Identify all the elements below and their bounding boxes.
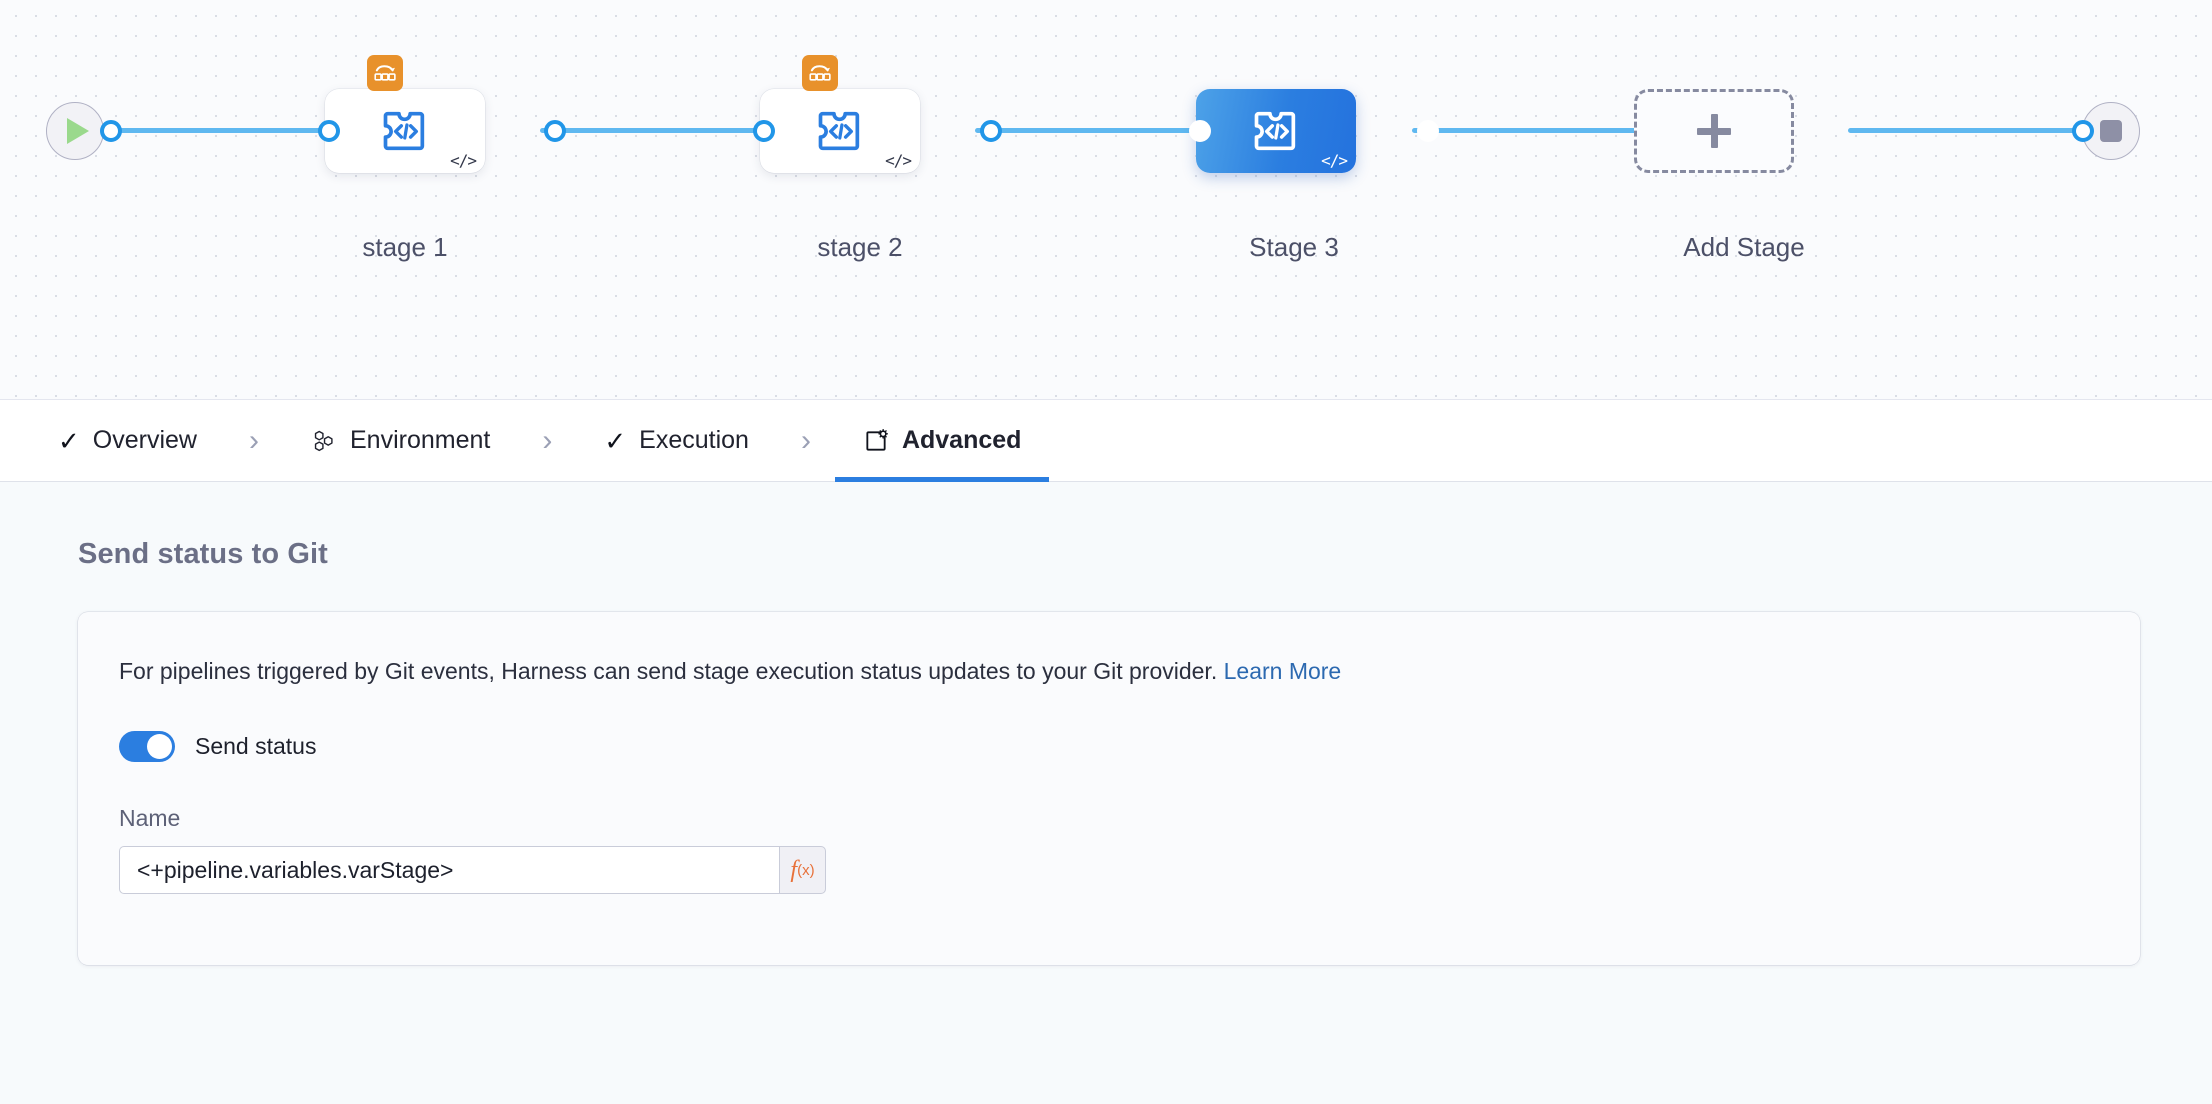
connector-dot — [2072, 120, 2094, 142]
tab-separator-icon: › — [248, 423, 259, 457]
connector-line — [975, 128, 1205, 133]
looping-strategy-icon — [367, 55, 403, 91]
plus-icon — [1697, 114, 1731, 148]
tab-overview[interactable]: ✓ Overview — [30, 400, 225, 482]
connector-dot — [980, 120, 1002, 142]
tab-separator-icon: › — [800, 423, 811, 457]
add-stage-label: Add Stage — [1683, 232, 1805, 262]
stage-card-stage-3[interactable]: </> — [1196, 89, 1356, 173]
custom-stage-icon — [1254, 111, 1296, 151]
name-input[interactable] — [119, 846, 779, 895]
environment-icon — [311, 428, 337, 454]
connector-dot — [318, 120, 340, 142]
tab-advanced[interactable]: Advanced — [834, 400, 1050, 482]
pipeline-start-node[interactable] — [46, 102, 104, 160]
tab-advanced-label: Advanced — [901, 426, 1022, 454]
advanced-panel: Send status to Git For pipelines trigger… — [0, 482, 2212, 1004]
send-status-toggle[interactable] — [119, 731, 175, 763]
stage-card-stage-1[interactable]: </> — [325, 55, 485, 173]
learn-more-link[interactable]: Learn More — [1223, 658, 1342, 684]
custom-stage-icon — [818, 111, 860, 151]
tab-separator-icon: › — [542, 423, 553, 457]
fx-x-label: (x) — [797, 861, 815, 879]
stage-code-glyph: </> — [450, 151, 477, 170]
name-field-label: Name — [119, 805, 181, 832]
tab-execution-label: Execution — [639, 426, 749, 454]
connector-line — [1412, 128, 1642, 133]
stage-code-glyph: </> — [1321, 151, 1348, 170]
stage-card-stage-2[interactable]: </> — [760, 55, 920, 173]
send-status-toggle-row: Send status — [119, 731, 2140, 763]
pipeline-canvas[interactable]: </> stage 1 </> stage 2 — [0, 0, 2212, 400]
add-stage-button[interactable] — [1634, 89, 1794, 173]
looping-strategy-icon — [802, 55, 838, 91]
fx-f-label: f — [790, 856, 798, 883]
connector-dot — [1417, 120, 1439, 142]
connector-dot — [100, 120, 122, 142]
stage-tab-bar: ✓ Overview › Environment › ✓ Execution ›… — [0, 400, 2212, 482]
tab-execution[interactable]: ✓ Execution — [576, 400, 777, 482]
name-field-row: f(x) — [119, 846, 2140, 895]
tab-overview-label: Overview — [92, 426, 197, 454]
page-title: Send status to Git — [78, 538, 328, 570]
custom-stage-icon — [383, 111, 425, 151]
send-status-to-git-card: For pipelines triggered by Git events, H… — [78, 612, 2140, 965]
connector-dot — [1189, 120, 1211, 142]
tab-environment[interactable]: Environment — [283, 400, 518, 482]
send-status-description: For pipelines triggered by Git events, H… — [119, 655, 2140, 687]
stage-code-glyph: </> — [885, 151, 912, 170]
send-status-toggle-label: Send status — [195, 733, 317, 760]
stage-label-stage-1: stage 1 — [362, 232, 448, 262]
connector-line — [108, 128, 338, 133]
connector-line — [540, 128, 770, 133]
play-icon — [67, 118, 89, 144]
stage-label-stage-3: Stage 3 — [1249, 232, 1339, 262]
check-icon: ✓ — [604, 425, 627, 456]
connector-line — [1848, 128, 2083, 133]
description-text: For pipelines triggered by Git events, H… — [119, 658, 1218, 684]
expression-fx-button[interactable]: f(x) — [779, 846, 826, 895]
stop-icon — [2100, 120, 2122, 142]
connector-dot — [544, 120, 566, 142]
stage-label-stage-2: stage 2 — [817, 232, 903, 262]
tab-environment-label: Environment — [349, 426, 491, 454]
connector-dot — [753, 120, 775, 142]
advanced-icon — [863, 428, 889, 454]
check-icon: ✓ — [58, 425, 80, 456]
